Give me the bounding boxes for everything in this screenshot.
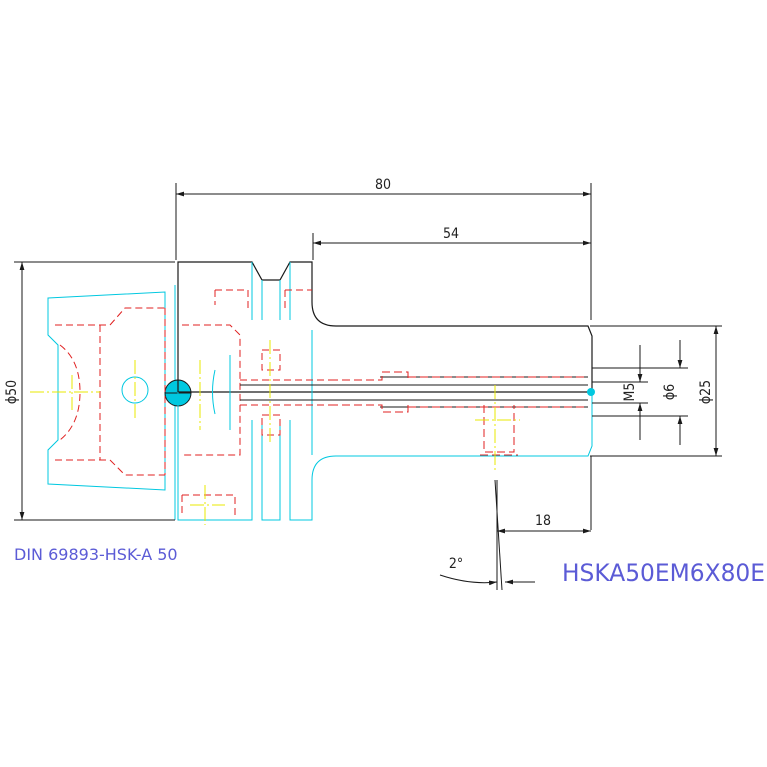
taper-hidden-lines — [55, 307, 166, 476]
part-number-label: HSKA50EM6X80E — [562, 559, 765, 587]
dim-tip-offset: 18 — [535, 513, 551, 529]
dimension-lines — [14, 183, 722, 591]
flange-hidden-lines — [181, 289, 330, 515]
dim-bore-diameter: ϕ6 — [662, 384, 678, 400]
standard-label: DIN 69893-HSK-A 50 — [14, 545, 178, 564]
dim-shank-diameter: ϕ25 — [698, 380, 714, 404]
hsk-taper-shank — [47, 285, 176, 520]
centerlines — [30, 340, 520, 525]
dim-thread: M5 — [622, 383, 638, 402]
dim-taper-angle: 2° — [449, 556, 463, 572]
flange-lower-contour — [177, 262, 593, 521]
dim-overall-length: 80 — [375, 177, 391, 193]
flange-body — [177, 261, 593, 393]
dim-shank-length: 54 — [443, 226, 459, 242]
dim-flange-diameter: ϕ50 — [4, 380, 20, 404]
bore-hidden-lines — [330, 371, 585, 456]
